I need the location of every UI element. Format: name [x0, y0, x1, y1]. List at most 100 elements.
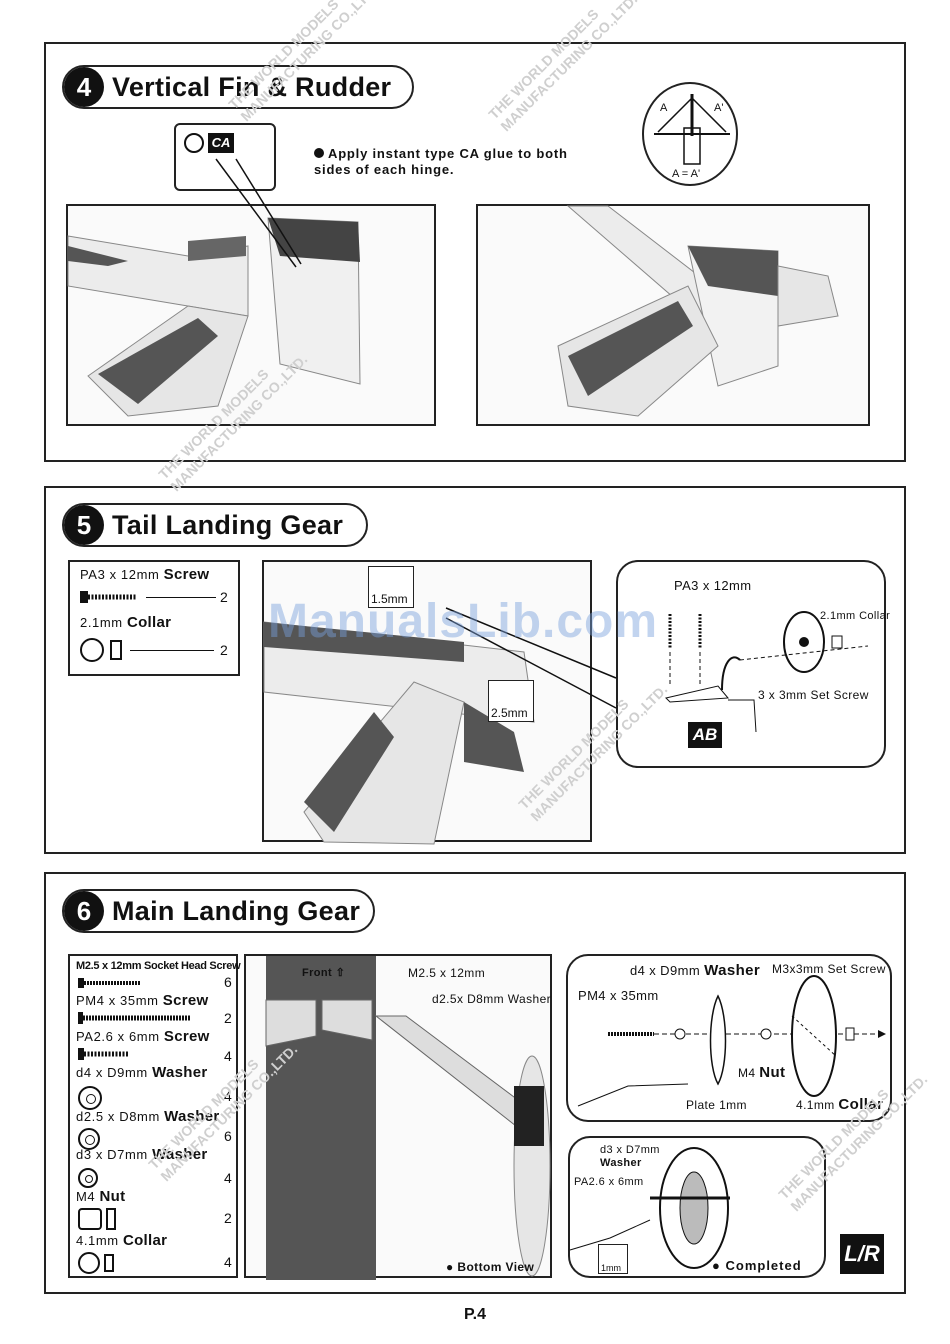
- glue-bottle-icon: [184, 133, 204, 153]
- collar-label: 4.1mm Collar: [796, 1096, 884, 1113]
- screw-label: PA3 x 12mm: [674, 578, 752, 593]
- part-name: PM4 x 35mm Screw: [76, 992, 209, 1009]
- main-gear-illustration: [265, 956, 551, 1280]
- tail-illustration: [263, 621, 535, 845]
- bullet-icon: [314, 148, 324, 158]
- tail-gear-detail: PA3 x 12mm 2.1mm Collar 3 x 3mm Set Scre…: [616, 560, 890, 768]
- collar-side-icon: [110, 640, 122, 660]
- part-qty: 4: [224, 1088, 232, 1104]
- drill-size: 1mm: [601, 1263, 621, 1273]
- screw-label: PM4 x 35mm: [578, 988, 659, 1003]
- part-name: d3 x D7mm Washer: [76, 1146, 208, 1163]
- part-qty: 6: [224, 1128, 232, 1144]
- part-name: d4 x D9mm Washer: [76, 1064, 208, 1081]
- section-tail-landing-gear: 5 Tail Landing Gear PA3 x 12mm Screw 2 2…: [44, 486, 906, 854]
- part-name: 2.1mm Collar: [80, 614, 172, 631]
- qty-leader: [130, 650, 214, 651]
- socket-screw-icon: [78, 978, 140, 988]
- drill-icon-1: 1.5mm: [368, 566, 414, 608]
- washer-icon: [78, 1128, 100, 1150]
- set-screw-label: M3x3mm Set Screw: [772, 962, 886, 976]
- page-number: P.4: [464, 1306, 486, 1323]
- part-qty: 4: [224, 1254, 232, 1270]
- section-title-4: 4 Vertical Fin & Rudder: [62, 65, 414, 109]
- part-name: PA2.6 x 6mm Screw: [76, 1028, 210, 1045]
- ca-glue-callout: CA: [174, 123, 276, 191]
- part-name: M2.5 x 12mm Socket Head Screw: [76, 960, 241, 972]
- washer-icon: [78, 1086, 102, 1110]
- plate-label: Plate 1mm: [686, 1098, 747, 1112]
- screw-icon: [80, 591, 136, 603]
- front-label: Front ⇧: [302, 967, 346, 979]
- nut-label: M4 Nut: [738, 1064, 786, 1081]
- part-qty: 4: [224, 1048, 232, 1064]
- collar-icon: [80, 638, 104, 662]
- collar-icon: [78, 1252, 100, 1274]
- long-screw-icon: [78, 1012, 190, 1024]
- fin-illustration-right: [557, 205, 839, 417]
- ab-glue-badge: AB: [688, 722, 722, 748]
- screw-label: PA2.6 x 6mm: [574, 1176, 644, 1188]
- section-heading: Vertical Fin & Rudder: [112, 71, 392, 102]
- bullet-icon: ●: [446, 1260, 454, 1274]
- part-name: 4.1mm Collar: [76, 1232, 168, 1249]
- part-qty: 2: [220, 642, 228, 658]
- photo-caption: ● Bottom View: [446, 1260, 535, 1274]
- step-number: 4: [64, 67, 104, 107]
- washer-label: d2.5x D8mm Washer: [432, 992, 552, 1006]
- main-parts-list: M2.5 x 12mm Socket Head Screw 6 PM4 x 35…: [68, 954, 241, 1278]
- diagram-lines: [654, 94, 730, 165]
- drill-icon: 1mm: [598, 1244, 628, 1274]
- section-title-5: 5 Tail Landing Gear: [62, 503, 368, 547]
- part-qty: 2: [220, 589, 228, 605]
- manualslib-watermark: ManualsLib.com: [268, 595, 659, 648]
- tail-gear-diagram: [665, 611, 869, 733]
- washer-icon: [78, 1168, 98, 1188]
- completed-caption: ● Completed: [712, 1258, 802, 1273]
- set-screw-label: 3 x 3mm Set Screw: [758, 688, 869, 702]
- screw-label: M2.5 x 12mm: [408, 966, 486, 980]
- instruction-text: Apply instant type CA glue to both sides…: [314, 146, 568, 177]
- tail-parts-list: PA3 x 12mm Screw 2 2.1mm Collar 2: [68, 560, 240, 676]
- diagram-label-a-prime: A': [714, 102, 724, 114]
- section-vertical-fin-rudder: 4 Vertical Fin & Rudder CA Apply instant…: [44, 42, 906, 462]
- section-heading: Tail Landing Gear: [112, 509, 344, 540]
- drill-size: 1.5mm: [371, 592, 408, 606]
- section-title-6: 6 Main Landing Gear: [62, 889, 375, 933]
- main-gear-photo: Front ⇧ M2.5 x 12mm d2.5x D8mm Washer ● …: [244, 954, 552, 1280]
- qty-leader: [146, 597, 216, 598]
- part-name: PA3 x 12mm Screw: [80, 566, 210, 583]
- section-heading: Main Landing Gear: [112, 895, 361, 926]
- fin-photo-left: [66, 204, 436, 426]
- fin-photo-right: [476, 204, 870, 426]
- washer-label: d4 x D9mm Washer: [630, 962, 761, 979]
- part-name: d2.5 x D8mm Washer: [76, 1108, 220, 1125]
- completed-wheel-diagram: [569, 1147, 730, 1269]
- part-qty: 2: [224, 1210, 232, 1226]
- collar-label: 2.1mm Collar: [820, 610, 891, 622]
- diagram-equation: A = A': [672, 168, 701, 180]
- callout-pointer: [215, 158, 302, 268]
- tail-gear-photo: 1.5mm 2.5mm: [262, 560, 592, 845]
- nut-side-icon: [106, 1208, 116, 1230]
- diagram-label-a: A: [660, 102, 668, 114]
- collar-side-icon: [104, 1254, 114, 1272]
- bullet-icon: ●: [712, 1258, 721, 1273]
- ca-badge: CA: [208, 133, 234, 153]
- screw-icon: [78, 1048, 128, 1060]
- axle-assembly-diagram: [577, 975, 886, 1107]
- part-qty: 4: [224, 1170, 232, 1186]
- step-number: 6: [64, 891, 104, 931]
- detail-pointer: [445, 607, 617, 709]
- section-main-landing-gear: 6 Main Landing Gear M2.5 x 12mm Socket H…: [44, 872, 906, 1294]
- main-gear-detail-top: d4 x D9mm Washer M3x3mm Set Screw PM4 x …: [566, 954, 892, 1122]
- part-qty: 6: [224, 974, 232, 990]
- nut-icon: [78, 1208, 102, 1230]
- alignment-diagram: A A' A = A': [642, 82, 738, 186]
- left-right-badge: L/R: [840, 1234, 884, 1274]
- step-number: 5: [64, 505, 104, 545]
- drill-icon-2: 2.5mm: [488, 680, 534, 722]
- part-name: M4 Nut: [76, 1188, 126, 1205]
